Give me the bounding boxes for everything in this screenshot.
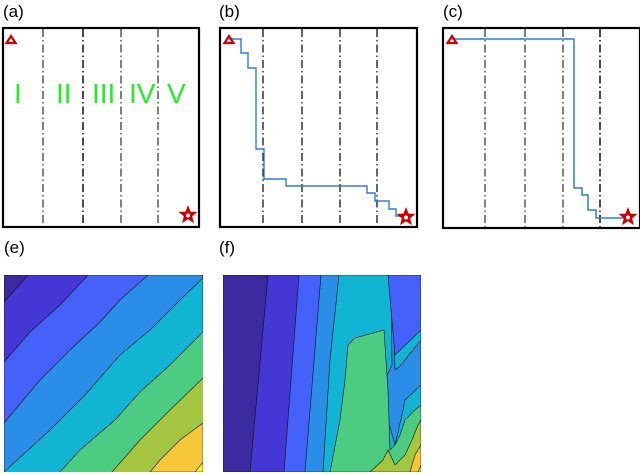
goal-star-icon <box>178 205 198 224</box>
region-dividers <box>42 29 159 226</box>
panel-a-frame <box>1 26 201 229</box>
region-labels: I II III IV V <box>3 78 199 109</box>
panel-e-contour <box>4 275 203 472</box>
start-triangle-icon <box>5 34 17 45</box>
panel-c <box>441 26 640 230</box>
region-label-2: II <box>56 78 72 109</box>
panel-c-label: (c) <box>443 2 463 21</box>
path-c <box>452 38 628 219</box>
panel-f-contour <box>223 275 421 472</box>
panel-f-label: (f) <box>219 238 236 257</box>
region-label-5: V <box>167 78 186 109</box>
path-b <box>229 38 406 217</box>
panel-b <box>218 26 419 229</box>
panel-a <box>1 26 201 229</box>
panel-e-label: (e) <box>4 238 25 257</box>
region-label-3: III <box>92 78 116 109</box>
region-label-4: IV <box>129 78 156 109</box>
region-label-1: I <box>14 78 22 109</box>
panel-b-label: (b) <box>219 2 240 21</box>
panel-a-label: (a) <box>3 2 24 21</box>
goal-star-icon <box>618 207 638 226</box>
goal-star-icon <box>396 207 416 226</box>
